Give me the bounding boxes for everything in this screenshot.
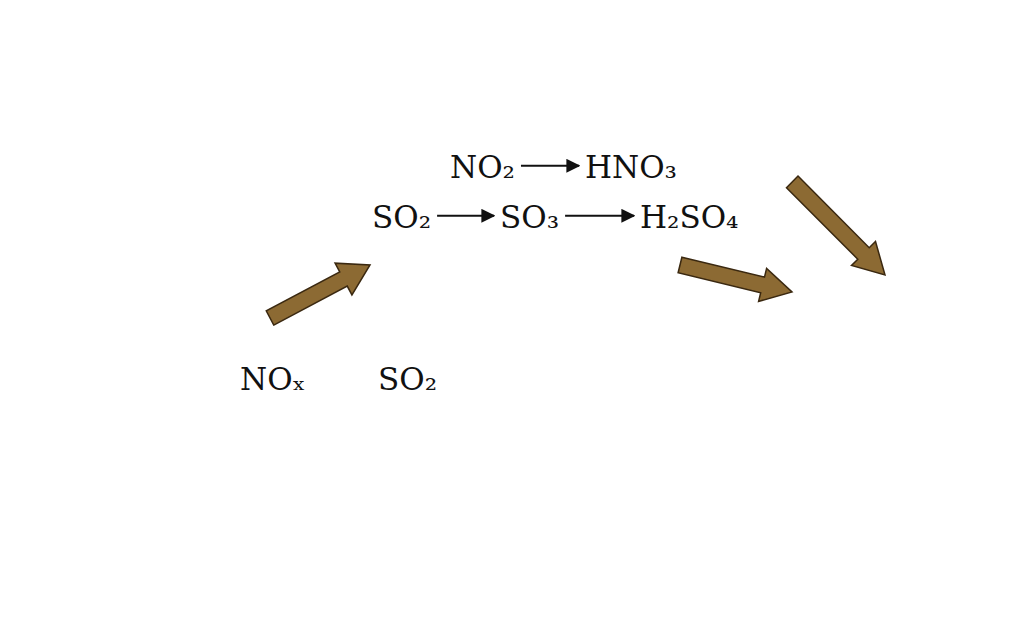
chemical-formula: SO₂ (378, 362, 437, 398)
transport-arrow (266, 263, 370, 325)
fallout-arrows (678, 176, 885, 301)
sun (58, 39, 186, 167)
emission-smoke: NOₓ SO₂ (0, 225, 630, 619)
reaction-arrow (437, 215, 494, 217)
rain-cloud (777, 280, 1016, 364)
chemical-formula: SO₂ (372, 200, 431, 236)
reaction-arrow (565, 215, 634, 217)
truck-icon (174, 565, 270, 611)
cooling-towers-icon (517, 534, 588, 612)
cloud-outline (0, 225, 630, 619)
chemical-formula: HNO₃ (585, 150, 677, 186)
rain (748, 372, 1005, 614)
chemical-formula: NOₓ (240, 362, 306, 398)
house-icon (352, 524, 450, 608)
factory-icon (6, 522, 96, 615)
chemical-formula: H₂SO₄ (640, 200, 739, 236)
sun-rays (100, 88, 440, 345)
acid-formation-cloud: NO₂ HNO₃ SO₂ SO₃ H₂SO₄ (350, 50, 830, 300)
chemical-formula: SO₃ (500, 200, 559, 236)
chemical-formula: NO₂ (450, 150, 515, 186)
reaction-arrow (521, 165, 579, 167)
